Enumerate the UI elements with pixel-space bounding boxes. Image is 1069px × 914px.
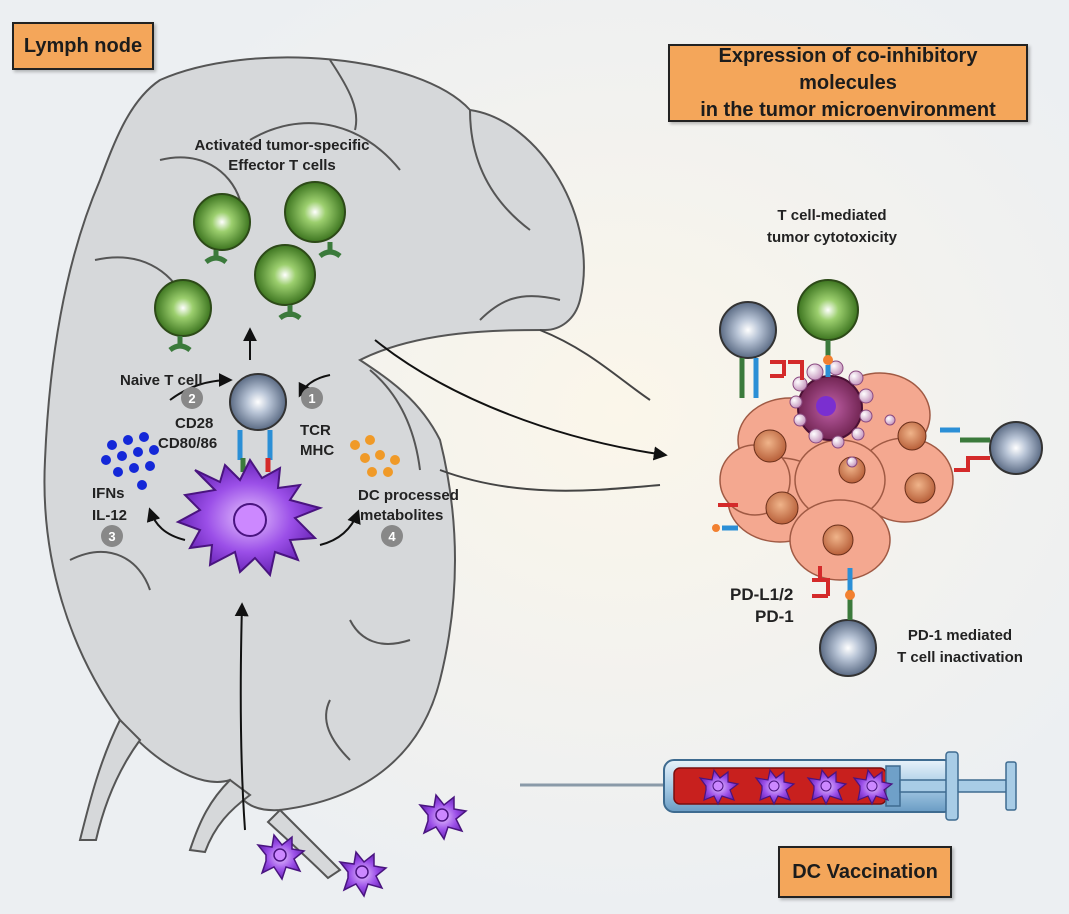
mhc-label: MHC bbox=[300, 442, 334, 459]
syringe bbox=[520, 751, 1017, 821]
effector-t-cell bbox=[154, 279, 212, 353]
step4-arrow bbox=[319, 509, 361, 546]
migration-to-tumor-arrow bbox=[374, 339, 668, 461]
inactivation-label-2: T cell inactivation bbox=[897, 649, 1023, 666]
lymph-node-title: Lymph node bbox=[23, 34, 143, 57]
inactive-t-cell bbox=[719, 301, 804, 398]
naive-t-cell bbox=[229, 373, 287, 431]
step3-arrow bbox=[146, 507, 186, 541]
ifn-dots bbox=[101, 432, 159, 490]
dc-migration-arrow bbox=[234, 602, 249, 831]
lymph-node-shape bbox=[43, 56, 585, 812]
expression-title-line1: Expression of co-inhibitory molecules bbox=[718, 44, 978, 94]
step1-number: 1 bbox=[308, 391, 315, 406]
lymph-node-septa bbox=[69, 59, 561, 761]
cytotox-label-1: T cell-mediated bbox=[777, 207, 886, 224]
effector-t-cells bbox=[154, 181, 346, 353]
dc-vaccination-title: DC Vaccination bbox=[792, 860, 938, 883]
effector-t-cell bbox=[284, 181, 346, 259]
effector-t-cell bbox=[254, 244, 316, 321]
inactive-t-cell bbox=[940, 421, 1043, 475]
floating-dc bbox=[256, 833, 306, 881]
dc-vaccination-box: DC Vaccination bbox=[778, 846, 952, 898]
step-badges bbox=[101, 387, 403, 547]
cd28-label: CD28 bbox=[175, 415, 213, 432]
floating-dc bbox=[338, 850, 388, 898]
apoptotic-bubbles bbox=[789, 360, 896, 468]
activated-label-1: Activated tumor-specific bbox=[194, 137, 369, 154]
step1-arrow bbox=[298, 374, 331, 398]
syringe-dcs bbox=[698, 768, 894, 806]
tcr-label: TCR bbox=[300, 422, 331, 439]
lymph-vessels bbox=[78, 718, 342, 880]
lymph-node-title-box: Lymph node bbox=[12, 22, 154, 70]
expression-title-box: Expression of co-inhibitory molecules in… bbox=[668, 44, 1028, 122]
synapse-receptors bbox=[237, 430, 273, 472]
tumor-t-cells bbox=[712, 279, 1043, 677]
inactive-t-cell bbox=[812, 566, 877, 677]
activated-label-2: Effector T cells bbox=[228, 157, 336, 174]
il12-label: IL-12 bbox=[92, 507, 127, 524]
step2-arrow bbox=[169, 373, 233, 401]
ifns-label: IFNs bbox=[92, 485, 125, 502]
cd80-label: CD80/86 bbox=[158, 435, 217, 452]
dc-processed-label: DC processed bbox=[358, 487, 459, 504]
dendritic-cell bbox=[175, 458, 324, 578]
floating-dcs bbox=[256, 793, 468, 898]
pd1-label: PD-1 bbox=[755, 607, 794, 626]
inactivation-label-1: PD-1 mediated bbox=[908, 627, 1012, 644]
cytotox-label-2: tumor cytotoxicity bbox=[767, 229, 898, 246]
expression-title-line2: in the tumor microenvironment bbox=[700, 98, 996, 121]
metabolites-label: metabolites bbox=[360, 507, 443, 524]
step3-number: 3 bbox=[108, 529, 115, 544]
effector-t-cell bbox=[193, 193, 251, 265]
metabolite-dots bbox=[350, 435, 400, 477]
naive-t-label: Naive T cell bbox=[120, 372, 203, 389]
pdl1-label: PD-L1/2 bbox=[730, 585, 793, 604]
tumor-cluster bbox=[719, 360, 954, 581]
step4-number: 4 bbox=[388, 529, 396, 544]
floating-dc bbox=[418, 793, 468, 841]
cytotoxic-t-cell bbox=[797, 279, 859, 377]
step2-number: 2 bbox=[188, 391, 195, 406]
